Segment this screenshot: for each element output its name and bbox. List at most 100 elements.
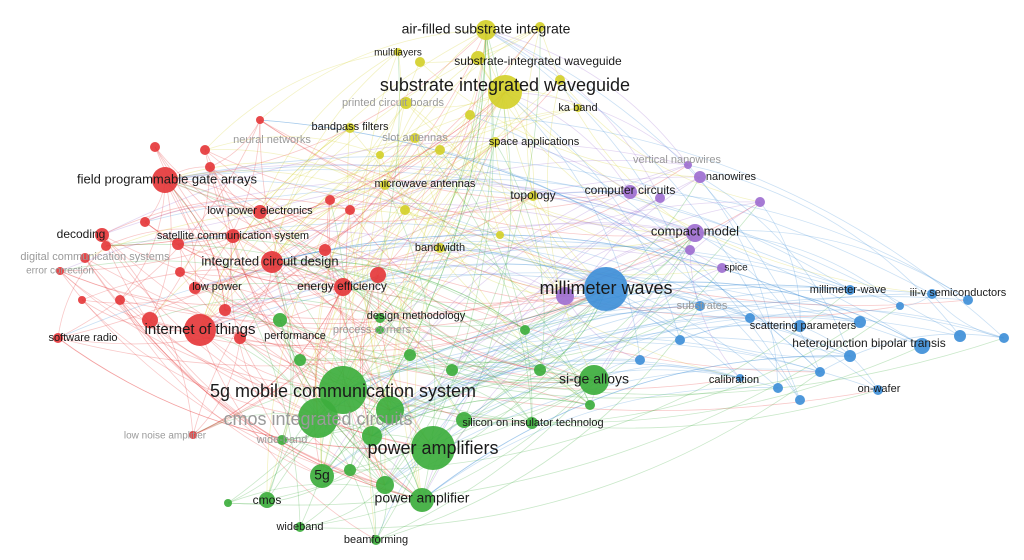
node-on-wafer[interactable] [873,385,883,395]
label-air-filled-substrate-integrate[interactable]: air-filled substrate integrate [402,21,571,37]
node-air-filled-substrate-integrate[interactable] [476,20,496,40]
label-beamforming[interactable]: beamforming [344,534,408,546]
label-multilayers[interactable]: multilayers [374,48,422,59]
label-bandwidth[interactable]: bandwidth [415,242,465,254]
label-substrate-integrated-waveguide[interactable]: substrate integrated waveguide [380,75,630,95]
label-scattering-parameters[interactable]: scattering parameters [750,320,857,332]
label-performance[interactable]: performance [264,330,326,342]
label-neural-networks[interactable]: neural networks [233,134,311,146]
label-software-radio[interactable]: software radio [48,332,117,344]
node-error-correction[interactable] [56,267,64,275]
node-digital-communication-systems[interactable] [80,253,90,263]
node-substrate-integrated-waveguide[interactable] [488,75,522,109]
cluster-node[interactable] [465,110,475,120]
cluster-node[interactable] [844,350,856,362]
node-5g-mobile-communication-system[interactable] [319,366,367,414]
label-low-noise-amplifier[interactable]: low noise amplifier [124,431,207,442]
cluster-node[interactable] [344,464,356,476]
cluster-node[interactable] [256,116,264,124]
label-power-amplifier[interactable]: power amplifier [375,490,470,506]
label-cmos-integrated-circuits[interactable]: cmos integrated circuits [223,409,412,429]
node-power-amplifier[interactable] [410,488,434,512]
cluster-node[interactable] [815,367,825,377]
cluster-node[interactable] [471,51,485,65]
node-space-applications[interactable] [490,137,500,147]
cluster-node[interactable] [456,412,472,428]
node-substrate-integrated-waveguide[interactable] [535,22,545,32]
node-heterojunction-bipolar-transis[interactable] [914,338,930,354]
node-low-power-electronics[interactable] [253,205,267,219]
node-iii-v-semiconductors[interactable] [927,289,937,299]
node-topology[interactable] [528,191,538,201]
label-field-programmable-gate-arrays[interactable]: field programmable gate arrays [77,171,257,186]
label-wide-band[interactable]: wide-band [256,434,308,446]
node-beamforming[interactable] [371,535,381,545]
label-topology[interactable]: topology [510,188,555,202]
cluster-node[interactable] [140,217,150,227]
label-ka-band[interactable]: ka band [558,102,597,114]
label-internet-of-things[interactable]: internet of things [145,321,256,338]
node-cmos[interactable] [259,492,275,508]
cluster-node[interactable] [224,499,232,507]
node-bandpass-filters[interactable] [345,123,355,133]
cluster-node[interactable] [325,195,335,205]
label-silicon-on-insulator-technolog[interactable]: silicon on insulator technolog [462,417,603,429]
cluster-node[interactable] [362,426,382,446]
node-software-radio[interactable] [53,333,63,343]
node-nanowires[interactable] [694,171,706,183]
node-ka-band[interactable] [574,104,582,112]
cluster-node[interactable] [446,364,458,376]
cluster-node[interactable] [755,197,765,207]
cluster-node[interactable] [273,313,287,327]
cluster-node[interactable] [175,267,185,277]
label-power-amplifiers[interactable]: power amplifiers [367,438,498,458]
cluster-node[interactable] [520,325,530,335]
cluster-node[interactable] [319,244,331,256]
node-wideband[interactable] [295,522,305,532]
node-satellite-communication-system[interactable] [226,229,240,243]
node-process-corners[interactable] [376,326,384,334]
label-error-correction[interactable]: error correction [26,266,94,277]
cluster-node[interactable] [556,287,574,305]
cluster-node[interactable] [999,333,1009,343]
label-decoding[interactable]: decoding [57,227,106,241]
label-iii-v-semiconductors[interactable]: iii-v semiconductors [910,287,1007,299]
node-printed-circuit-boards[interactable] [400,97,412,109]
node-performance[interactable] [234,332,246,344]
label-energy-efficiency[interactable]: energy efficiency [297,279,387,293]
cluster-node[interactable] [896,302,904,310]
cluster-node[interactable] [954,330,966,342]
node-multilayers[interactable] [394,48,402,56]
node-silicon-on-insulator-technolog[interactable] [526,417,538,429]
node-decoding[interactable] [95,228,109,242]
cluster-node[interactable] [400,205,410,215]
label-compact-model[interactable]: compact model [651,223,739,238]
label-digital-communication-systems[interactable]: digital communication systems [20,251,170,263]
label-substrate-integrated-waveguide[interactable]: substrate-integrated waveguide [454,54,622,68]
cluster-node[interactable] [376,151,384,159]
node-neural-networks[interactable] [200,145,210,155]
label-substrates[interactable]: substrates [677,300,728,312]
cluster-node[interactable] [115,295,125,305]
label-integrated-circuit-design[interactable]: integrated circuit design [201,253,338,268]
node-low-noise-amplifier[interactable] [189,431,197,439]
cluster-node[interactable] [376,396,404,424]
label-space-applications[interactable]: space applications [489,136,580,148]
label-bandpass-filters[interactable]: bandpass filters [311,121,389,133]
cluster-node[interactable] [294,354,306,366]
cluster-node[interactable] [150,142,160,152]
cluster-node[interactable] [736,374,744,382]
node-design-methodology[interactable] [375,313,385,323]
node-substrates[interactable] [695,301,705,311]
cluster-node[interactable] [534,364,546,376]
label-slot-antennas[interactable]: slot antennas [382,132,448,144]
label-nanowires[interactable]: nanowires [706,171,757,183]
cluster-node[interactable] [675,335,685,345]
label-printed-circuit-boards[interactable]: printed circuit boards [342,97,445,109]
label-process-corners[interactable]: process corners [333,324,412,336]
label-5g-mobile-communication-system[interactable]: 5g mobile communication system [210,381,476,401]
node-millimeter-wave[interactable] [845,285,855,295]
node-computer-circuits[interactable] [623,185,637,199]
cluster-node[interactable] [370,267,386,283]
label-cmos[interactable]: cmos [253,493,282,507]
